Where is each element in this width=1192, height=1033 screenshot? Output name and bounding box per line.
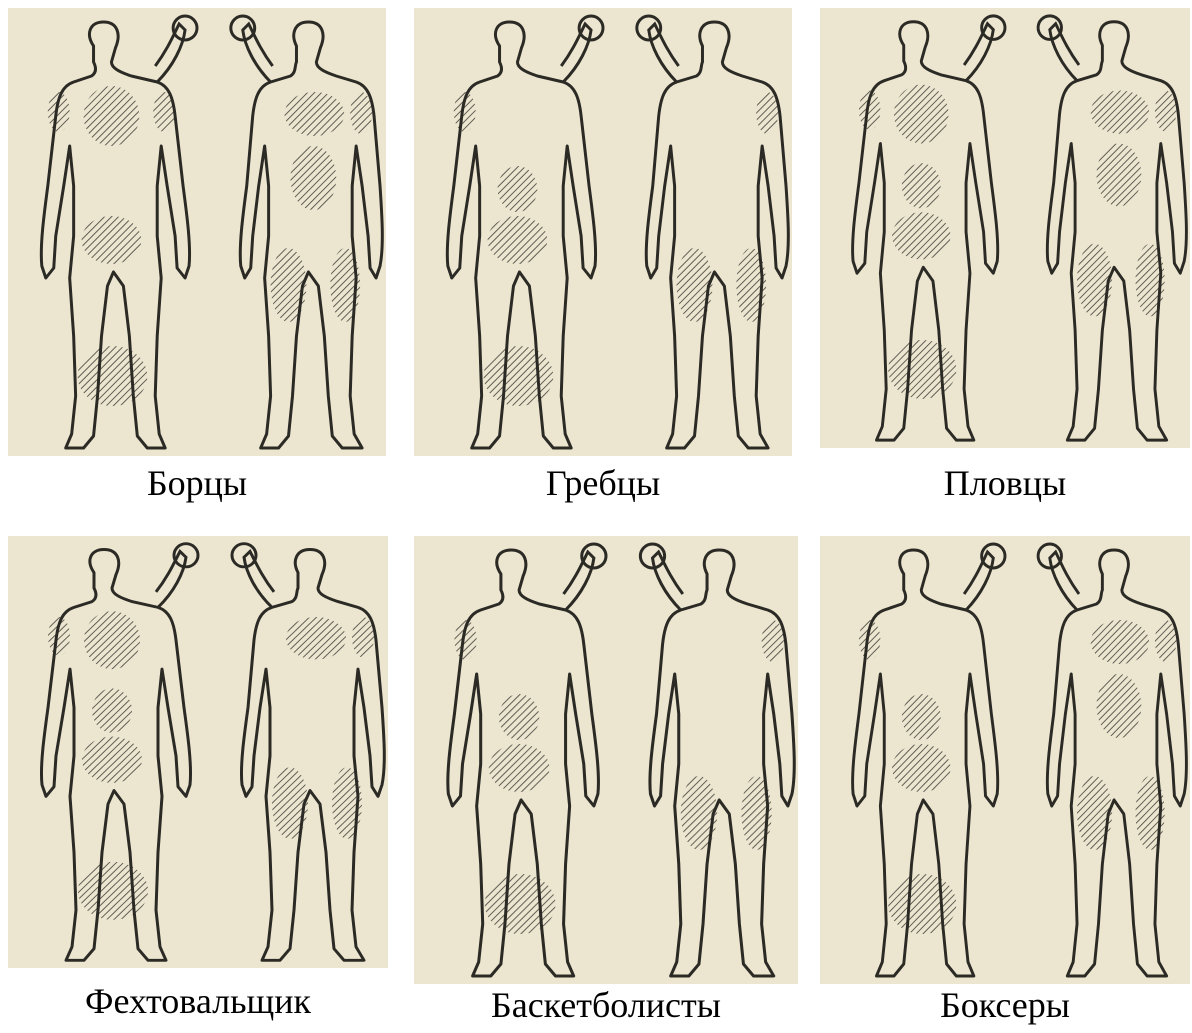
hatched-region-quads-l <box>681 776 717 850</box>
hatched-region-quads-l <box>677 248 713 322</box>
hatched-region-glutes <box>892 212 950 259</box>
caption-3: Пловцы <box>820 462 1190 504</box>
hatched-region-quads-l <box>272 767 308 838</box>
panel-5 <box>414 536 798 984</box>
hatched-region-glutes <box>892 744 950 792</box>
panel-6 <box>820 536 1190 984</box>
hatched-region-glutes <box>488 216 548 264</box>
muscle-illustration <box>414 536 798 984</box>
hatched-region-lower-back <box>499 694 539 740</box>
hatched-region-shoulder-r <box>1155 91 1176 132</box>
hatched-region-upper-back <box>894 85 949 144</box>
hatched-region-chest <box>285 92 345 136</box>
hatched-region-upper-back <box>84 86 140 146</box>
muscle-illustration <box>820 8 1190 448</box>
hatched-region-glutes <box>82 216 142 264</box>
hatched-region-shoulder-r <box>1155 620 1176 662</box>
hatched-region-chest <box>1091 91 1149 134</box>
hatched-region-abs <box>291 146 337 210</box>
hatched-region-quads-l <box>271 248 307 322</box>
hatched-region-lower-back <box>902 694 941 740</box>
panel-1 <box>8 8 386 456</box>
caption-6: Боксеры <box>820 984 1190 1026</box>
caption-1: Борцы <box>8 462 386 504</box>
hatched-region-upper-back <box>84 611 140 669</box>
hatched-region-quads-l <box>1077 776 1112 850</box>
hatched-region-calves <box>485 874 556 934</box>
caption-5: Баскетболисты <box>414 984 798 1026</box>
hatched-region-lower-back <box>92 688 132 732</box>
caption-2: Гребцы <box>414 462 792 504</box>
hatched-region-glutes <box>489 744 550 792</box>
hatched-region-shoulder-r <box>350 92 372 134</box>
panel-4 <box>8 536 388 968</box>
muscle-illustration <box>820 536 1190 984</box>
panel-3 <box>820 8 1190 448</box>
hatched-region-calves <box>78 862 148 920</box>
muscle-illustration <box>8 536 388 968</box>
muscle-illustration <box>8 8 386 456</box>
hatched-region-calves <box>888 340 956 399</box>
panel-2 <box>414 8 792 456</box>
hatched-region-glutes <box>82 737 142 783</box>
hatched-region-quads-l <box>1077 244 1112 317</box>
muscle-illustration <box>414 8 792 456</box>
hatched-region-abs <box>1097 674 1142 738</box>
hatched-region-chest <box>1091 620 1149 664</box>
hatched-region-calves <box>484 346 554 406</box>
hatched-region-calves <box>78 346 148 406</box>
hatched-region-shoulder-r <box>352 617 374 658</box>
caption-4: Фехтовальщик <box>8 980 388 1022</box>
hatched-region-shoulder-r <box>756 92 778 134</box>
hatched-region-shoulder-r <box>762 620 784 662</box>
hatched-region-chest <box>286 617 346 659</box>
hatched-region-abs <box>1097 144 1142 207</box>
hatched-region-calves <box>888 874 956 934</box>
hatched-region-lower-back <box>498 166 538 212</box>
hatched-region-lower-back <box>902 163 941 208</box>
